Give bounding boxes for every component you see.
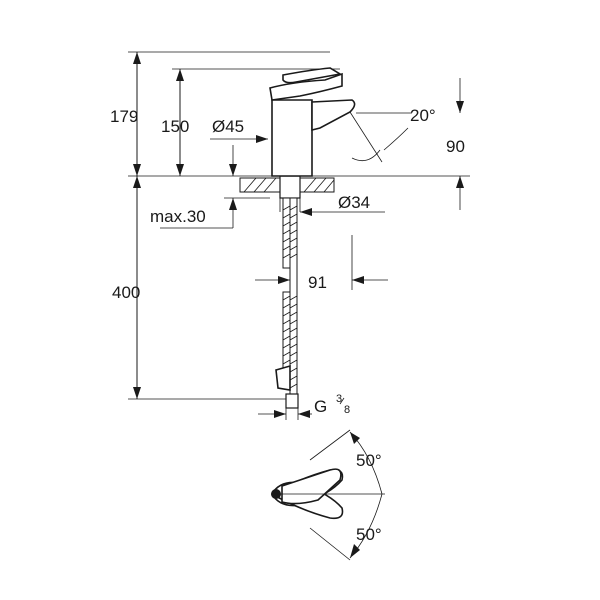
dimension-hole-diameter: Ø34: [279, 192, 385, 216]
dimension-deck-thickness: max.30: [150, 145, 237, 229]
body-diameter-label: Ø45: [212, 117, 244, 136]
dimension-spout-reach: 91: [255, 235, 388, 292]
dimension-overall-height: 179: [110, 52, 141, 176]
dimension-spout-drop: 90: [446, 78, 465, 210]
supply-hoses: [275, 197, 299, 409]
spout-drop-label: 90: [446, 137, 465, 156]
dimension-spout-angle: 20°: [349, 106, 436, 163]
dimension-hose-length: 400: [112, 176, 141, 399]
thread-numerator: 3: [336, 393, 342, 405]
thread-denominator: 8: [344, 404, 350, 416]
spout-reach-label: 91: [308, 273, 327, 292]
countertop-section: [239, 175, 335, 199]
top-view-lever: 50° 50°: [270, 429, 385, 561]
dimension-spout-height: 150: [161, 69, 189, 176]
hole-diameter-label: Ø34: [338, 193, 370, 212]
lever-angle-upper-label: 50°: [356, 451, 382, 470]
spout-height-label: 150: [161, 117, 189, 136]
deck-thickness-label: max.30: [150, 207, 206, 226]
hose-length-label: 400: [112, 283, 140, 302]
spout-angle-label: 20°: [410, 106, 436, 125]
faucet-body: [269, 67, 356, 177]
overall-height-label: 179: [110, 107, 138, 126]
dimension-body-diameter: Ø45: [210, 117, 268, 143]
dimension-connection-thread: G 3 8: [258, 393, 350, 420]
lever-angle-lower-label: 50°: [356, 525, 382, 544]
thread-type-label: G: [314, 397, 327, 416]
